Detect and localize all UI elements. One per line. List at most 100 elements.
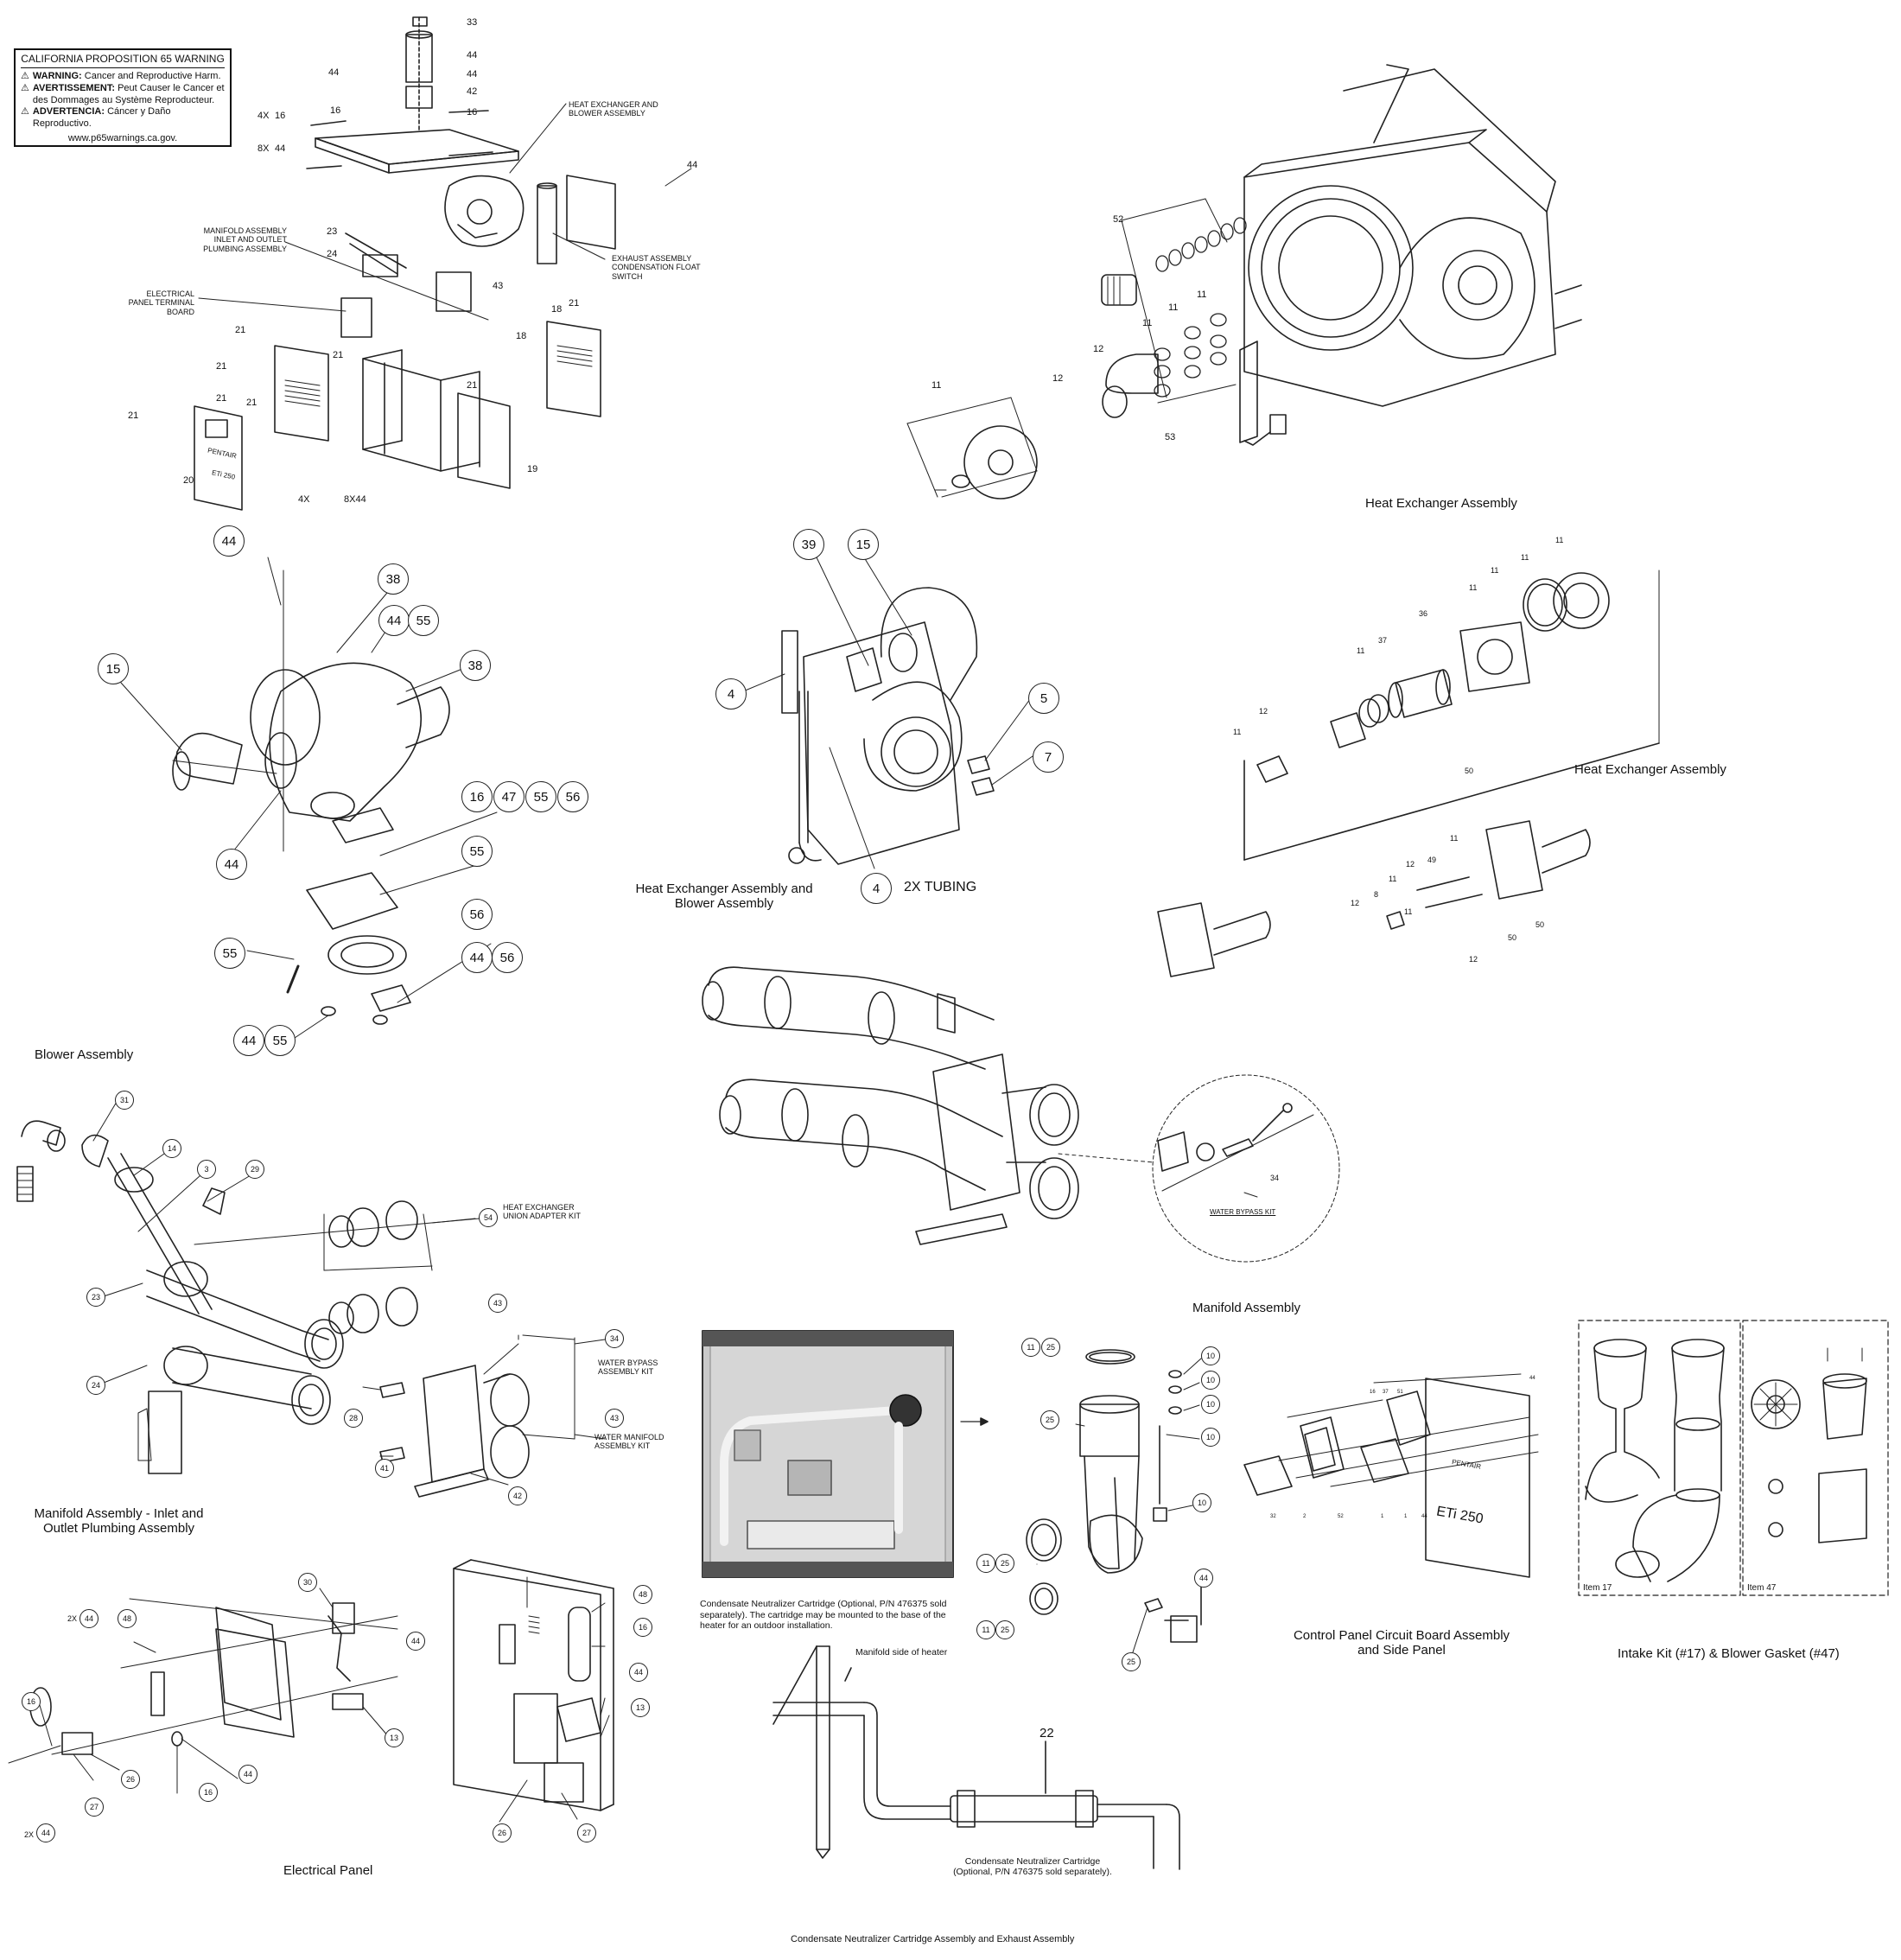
callout-bubble: 26 bbox=[121, 1770, 140, 1789]
callout: 44 bbox=[687, 160, 698, 170]
warning-line-en: ⚠ WARNING: Cancer and Reproductive Harm. bbox=[21, 71, 225, 83]
warning-label-en: WARNING: bbox=[32, 71, 82, 81]
callout-bubble: 10 bbox=[1201, 1371, 1220, 1390]
callout: 43 bbox=[493, 281, 504, 291]
callout: 44 bbox=[1421, 1514, 1427, 1519]
callout-bubble: 55 bbox=[408, 605, 439, 636]
callout: 20 bbox=[183, 475, 194, 486]
callout-bubble: 14 bbox=[162, 1139, 181, 1158]
callout: 21 bbox=[216, 393, 227, 404]
control-panel-drawing bbox=[1243, 1373, 1539, 1578]
callout-bubble: 56 bbox=[461, 899, 493, 930]
callout-bubble: 13 bbox=[631, 1698, 650, 1717]
callout: 2X bbox=[24, 1830, 35, 1839]
warning-line-es: ⚠ ADVERTENCIA: Cáncer y Daño Reproductiv… bbox=[21, 106, 225, 130]
callout-bubble: 25 bbox=[1122, 1652, 1141, 1671]
exhaust-leaders bbox=[1036, 1358, 1204, 1656]
note-neutralizer-optional: Condensate Neutralizer Cartridge (Option… bbox=[953, 1856, 1112, 1878]
callout-bubble: 10 bbox=[1201, 1428, 1220, 1447]
callout-bubble: 38 bbox=[378, 563, 409, 595]
label-hx-union-adapter-kit: HEAT EXCHANGER UNION ADAPTER KIT bbox=[503, 1203, 582, 1221]
callout: 12 bbox=[1093, 344, 1104, 354]
callout-bubble: 15 bbox=[98, 653, 129, 684]
callout-bubble: 44 bbox=[233, 1025, 264, 1056]
caption-intake-kit: Intake Kit (#17) & Blower Gasket (#47) bbox=[1618, 1646, 1840, 1661]
warning-label-es: ADVERTENCIA: bbox=[32, 106, 105, 118]
callout-bubble: 34 bbox=[605, 1329, 624, 1348]
callout-bubble: 44 bbox=[378, 605, 410, 636]
callout-bubble: 41 bbox=[375, 1459, 394, 1478]
label-2x-tubing: 2X TUBING bbox=[904, 880, 977, 894]
label-manifold-side-of-heater: Manifold side of heater bbox=[855, 1647, 948, 1658]
callout-bubble: 13 bbox=[385, 1728, 404, 1747]
callout: 11 bbox=[1404, 907, 1413, 916]
callout: 22 bbox=[1040, 1726, 1054, 1740]
callout-bubble: 48 bbox=[633, 1585, 652, 1604]
caption-heat-exchanger-1: Heat Exchanger Assembly bbox=[1365, 496, 1517, 511]
callout-bubble: 44 bbox=[238, 1765, 257, 1784]
callout-bubble: 3 bbox=[197, 1160, 216, 1179]
label-exhaust-assembly: EXHAUST ASSEMBLY CONDENSATION FLOAT SWIT… bbox=[612, 254, 701, 281]
heat-exchanger-casting bbox=[951, 64, 1582, 500]
callout: 32 bbox=[1270, 1514, 1276, 1519]
callout-bubble: 44 bbox=[36, 1823, 55, 1842]
prop65-title: CALIFORNIA PROPOSITION 65 WARNING bbox=[21, 53, 225, 68]
caption-blower-assembly: Blower Assembly bbox=[35, 1047, 134, 1062]
warning-label-fr: AVERTISSEMENT: bbox=[32, 82, 116, 93]
callout: 42 bbox=[467, 86, 478, 97]
label-item-17: Item 17 bbox=[1583, 1583, 1612, 1593]
callout: 21 bbox=[128, 410, 139, 421]
label-hx-blower-assembly: HEAT EXCHANGER AND BLOWER ASSEMBLY bbox=[569, 100, 658, 118]
callout-bubble: 44 bbox=[216, 849, 247, 880]
hx-blower-leaders bbox=[742, 557, 1033, 869]
callout: 12 bbox=[1052, 373, 1064, 384]
callout: 52 bbox=[1338, 1514, 1344, 1519]
callout: 8X bbox=[257, 143, 270, 154]
warning-triangle-icon: ⚠ bbox=[21, 71, 29, 81]
callout: 1 bbox=[1404, 1514, 1408, 1519]
callout-bubble: 44 bbox=[213, 525, 245, 557]
callout: 11 bbox=[1168, 302, 1179, 313]
callout: 11 bbox=[931, 380, 942, 391]
callout-bubble: 55 bbox=[461, 836, 493, 867]
label-electrical-panel: ELECTRICAL PANEL TERMINAL BOARD bbox=[128, 290, 194, 316]
caption-hx-blower-assembly: Heat Exchanger Assembly and Blower Assem… bbox=[635, 881, 813, 912]
callout-bubble: 44 bbox=[629, 1663, 648, 1682]
callout: 16 bbox=[330, 105, 341, 116]
callout: 34 bbox=[1270, 1174, 1280, 1182]
callout-bubble: 38 bbox=[460, 650, 491, 681]
callout-bubble: 55 bbox=[214, 938, 245, 969]
callout-bubble: 56 bbox=[492, 942, 523, 973]
callout: 8X44 bbox=[344, 494, 366, 505]
label-water-bypass-assembly-kit: WATER BYPASS ASSEMBLY KIT bbox=[598, 1359, 658, 1377]
callout: 21 bbox=[235, 325, 246, 335]
callout-bubble: 4 bbox=[715, 678, 747, 710]
callout-bubble: 24 bbox=[86, 1376, 105, 1395]
callout-bubble: 23 bbox=[86, 1288, 105, 1307]
callout: 50 bbox=[1508, 933, 1517, 942]
callout-bubble: 11 bbox=[1021, 1338, 1040, 1357]
callout: 12 bbox=[1469, 955, 1478, 964]
warning-text-fr: Peut Causer le Cancer et des Dommages au… bbox=[32, 82, 225, 105]
callout: 11 bbox=[1521, 553, 1529, 562]
warning-text-es: Cáncer y Daño Reproductivo. bbox=[32, 106, 171, 129]
blower-drawing bbox=[172, 570, 450, 1025]
callout: 33 bbox=[467, 17, 478, 28]
caption-heat-exchanger-2: Heat Exchanger Assembly bbox=[1574, 762, 1726, 777]
callout: 44 bbox=[467, 69, 478, 80]
callout-bubble: 10 bbox=[1192, 1493, 1211, 1512]
callout-bubble: 43 bbox=[605, 1409, 624, 1428]
callout-bubble: 11 bbox=[976, 1620, 995, 1639]
callout-bubble: 44 bbox=[79, 1609, 99, 1628]
callout-bubble: 30 bbox=[298, 1573, 317, 1592]
callout: 23 bbox=[327, 226, 338, 237]
heat-exchanger-leaders bbox=[906, 198, 1237, 498]
caption-manifold-assembly: Manifold Assembly bbox=[1192, 1301, 1301, 1315]
label-water-bypass-kit: WATER BYPASS KIT bbox=[1210, 1208, 1276, 1216]
callout-bubble: 48 bbox=[118, 1609, 137, 1628]
warning-text-en: Cancer and Reproductive Harm. bbox=[84, 71, 221, 81]
callout: 11 bbox=[1491, 566, 1499, 575]
caption-control-panel: Control Panel Circuit Board Assembly and… bbox=[1293, 1628, 1510, 1658]
overview-leaders bbox=[198, 103, 692, 321]
